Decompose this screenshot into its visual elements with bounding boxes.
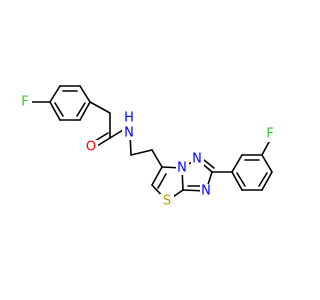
- bond: [261, 171, 273, 191]
- atom-sulfur: S: [163, 194, 171, 209]
- bond: [231, 171, 243, 191]
- bond: [109, 129, 124, 139]
- bond: [96, 137, 111, 147]
- bond: [49, 85, 61, 103]
- bond: [151, 166, 163, 186]
- atom-fluorine: F: [266, 127, 273, 142]
- atom-triazole-nitrogen-top: N: [192, 152, 202, 167]
- double-bond: [236, 172, 246, 187]
- bond: [130, 149, 153, 156]
- double-bond: [258, 172, 268, 187]
- bonds: [30, 85, 273, 202]
- double-bond: [76, 102, 86, 117]
- atom-amide-nitrogen: N: [124, 126, 134, 141]
- molecule-structure-diagram: F O H N N N N S F: [18, 85, 277, 209]
- bond: [231, 154, 243, 173]
- bond: [261, 154, 273, 173]
- atom-triazole-nitrogen-bottom: N: [201, 184, 211, 199]
- atom-labels: F O H N N N N S F: [18, 95, 277, 209]
- bond: [89, 101, 111, 114]
- bond: [79, 85, 91, 103]
- atom-oxygen: O: [86, 140, 96, 155]
- bond: [49, 101, 61, 121]
- atom-bridgehead-nitrogen: N: [177, 161, 187, 176]
- double-bond: [157, 173, 167, 189]
- double-bond: [54, 102, 64, 117]
- atom-fluorine: F: [21, 95, 28, 110]
- bond: [79, 101, 91, 121]
- bond: [261, 139, 271, 156]
- bond: [151, 149, 163, 168]
- double-bond: [94, 132, 109, 142]
- atom-amide-hydrogen: H: [124, 111, 134, 126]
- double-bond: [203, 159, 215, 169]
